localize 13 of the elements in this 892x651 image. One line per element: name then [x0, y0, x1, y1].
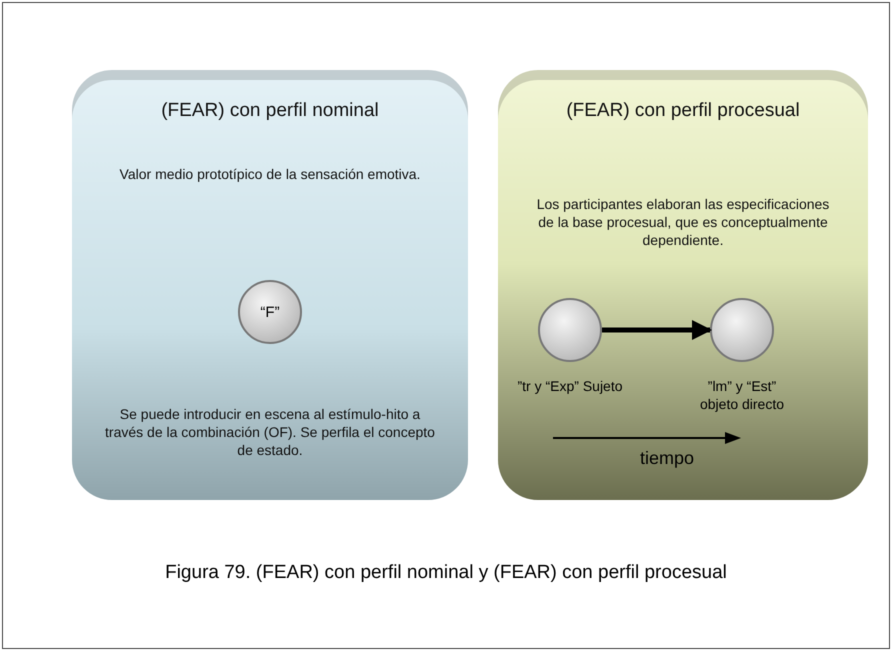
panel-title: (FEAR) con perfil nominal	[160, 100, 380, 122]
axis-label: tiempo	[640, 448, 694, 469]
node-caption: ”tr y “Exp” Sujeto	[516, 378, 624, 396]
panel-background	[72, 70, 468, 500]
panel-title: (FEAR) con perfil procesual	[565, 100, 801, 122]
panel-text: Los participantes elaboran las especificaciones de la base procesual, que es conceptualmente dependiente.	[536, 195, 830, 250]
arrow	[602, 320, 712, 340]
circle-node: “F”	[238, 280, 302, 344]
panel-background	[498, 70, 868, 500]
panel-text: Se puede introducir en escena al estímulo-hito a través de la combinación (OF). Se perfila el concepto de estado.	[104, 405, 436, 460]
caption: Figura 79. (FEAR) con perfil nominal y (FEAR) con perfil procesual	[164, 562, 728, 584]
node-caption: ”lm” y “Est” objeto directo	[698, 378, 786, 413]
panel-text: Valor medio prototípico de la sensación emotiva.	[118, 165, 422, 184]
